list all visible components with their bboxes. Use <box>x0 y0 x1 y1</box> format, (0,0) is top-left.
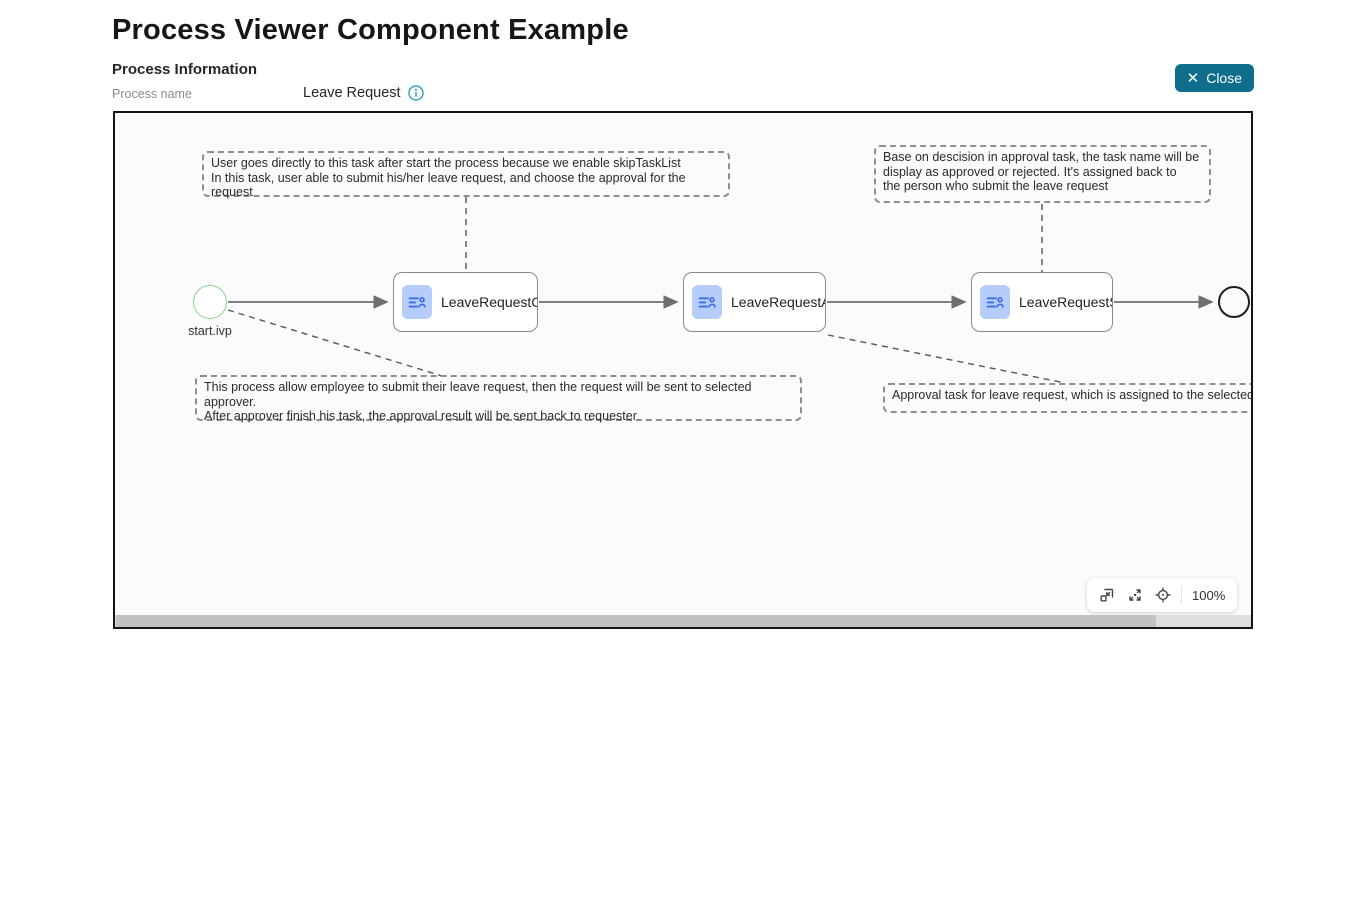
center-icon[interactable] <box>1149 581 1177 609</box>
horizontal-scrollbar[interactable] <box>115 615 1251 627</box>
end-event-node[interactable] <box>1218 286 1250 318</box>
flow-connectors <box>227 197 1214 384</box>
controls-divider <box>1181 586 1182 604</box>
task-node-leave-request-create[interactable]: LeaveRequestCre <box>393 272 538 332</box>
close-button[interactable]: ✕ Close <box>1174 64 1254 92</box>
close-button-label: Close <box>1206 70 1242 86</box>
task-label: LeaveRequestSun <box>1019 294 1112 310</box>
process-name-label: Process name <box>112 87 192 101</box>
annotation-approval-task: Approval task for leave request, which i… <box>883 383 1251 413</box>
start-event-label: start.ivp <box>188 324 232 338</box>
zoom-level: 100% <box>1192 587 1226 603</box>
task-node-leave-request-approval[interactable]: LeaveRequestApp <box>683 272 826 332</box>
process-diagram-canvas[interactable]: User goes directly to this task after st… <box>113 111 1253 629</box>
start-event-node[interactable] <box>193 285 227 319</box>
close-icon: ✕ <box>1186 69 1200 87</box>
process-information-heading: Process Information <box>112 61 258 78</box>
fit-view-icon[interactable] <box>1093 581 1121 609</box>
process-name-text: Leave Request <box>303 85 401 101</box>
viewer-controls: 100% <box>1087 578 1237 612</box>
diagram-viewport[interactable]: User goes directly to this task after st… <box>115 113 1251 627</box>
info-icon[interactable] <box>407 85 424 101</box>
annotation-process-description: This process allow employee to submit th… <box>195 375 802 423</box>
user-task-icon <box>692 285 722 319</box>
horizontal-scrollbar-thumb[interactable] <box>116 615 1156 627</box>
expand-icon[interactable] <box>1121 581 1149 609</box>
page-title: Process Viewer Component Example <box>112 14 629 46</box>
user-task-icon <box>980 285 1010 319</box>
task-label: LeaveRequestApp <box>731 294 825 310</box>
task-label: LeaveRequestCre <box>441 294 537 310</box>
user-task-icon <box>402 285 432 319</box>
annotation-skip-task-list: User goes directly to this task after st… <box>202 151 730 199</box>
task-node-leave-request-summary[interactable]: LeaveRequestSun <box>971 272 1113 332</box>
annotation-approval-decision: Base on descision in approval task, the … <box>874 145 1211 203</box>
process-name-value: Leave Request <box>303 85 424 101</box>
